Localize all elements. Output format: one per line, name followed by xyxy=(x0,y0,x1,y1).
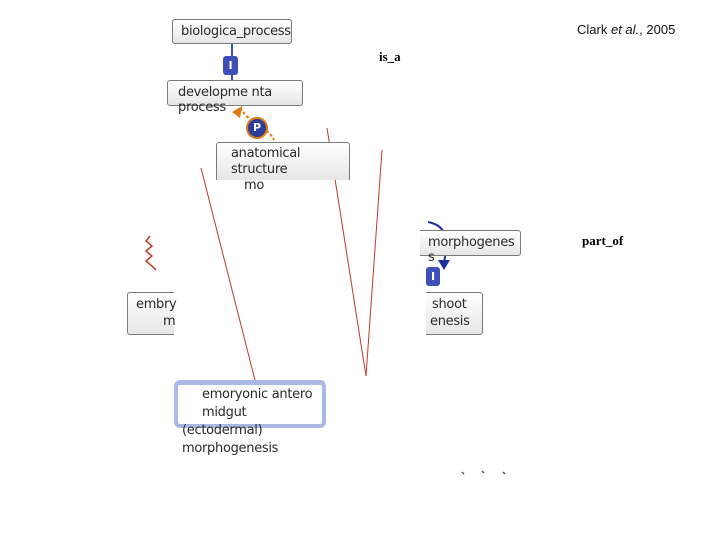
node-shoot-label-1: shoot xyxy=(432,297,467,312)
node-anatomical-structure-label-1: anatomical structure xyxy=(231,146,301,177)
red-squiggle xyxy=(144,235,157,271)
node-biological-process-label: biologica_process xyxy=(181,24,291,39)
red-line-3 xyxy=(365,149,383,377)
node-biological-process[interactable]: biologica_process xyxy=(172,19,292,44)
node-embryonic-anterior-midgut[interactable]: emoryonic antero midgut (ectodermal) mor… xyxy=(174,380,326,456)
node-developmental-process[interactable]: developme nta process xyxy=(167,80,303,115)
is-a-label: is_a xyxy=(379,49,401,64)
node-embryonic-morphogenesis[interactable]: embry m xyxy=(127,292,177,335)
node-anatomical-structure[interactable]: anatomical structure mo xyxy=(216,142,350,193)
is-a-badge-1: I xyxy=(223,56,238,75)
node-morphogenesis-label: morphogenes s xyxy=(428,235,515,265)
node-embryonic-anterior-label-1: emoryonic antero midgut xyxy=(202,387,313,420)
small-mark-3 xyxy=(502,471,506,475)
is-a-badge-2: I xyxy=(426,267,440,286)
citation-author: Clark xyxy=(577,22,608,37)
citation-etal: et al. xyxy=(610,22,640,37)
part-of-badge: P xyxy=(246,117,268,139)
node-morphogenesis[interactable]: morphogenes s xyxy=(420,230,521,265)
node-embryonic-label-2: m xyxy=(163,314,176,329)
node-shoot-label-2: enesis xyxy=(430,314,470,329)
red-line-1 xyxy=(200,167,259,393)
part-of-label: part_of xyxy=(582,233,624,248)
node-embryonic-anterior-label-2: (ectodermal) morphogenesis xyxy=(182,423,279,456)
small-mark-1 xyxy=(461,471,465,475)
node-developmental-process-label: developme nta process xyxy=(178,85,272,115)
node-embryonic-label-1: embry xyxy=(136,297,177,312)
node-shoot-morphogenesis[interactable]: shoot enesis xyxy=(426,292,483,335)
citation-year: , 2005 xyxy=(639,22,676,37)
citation: Clark et al., 2005 xyxy=(577,22,675,37)
node-anatomical-structure-label-2: mo xyxy=(244,178,265,193)
small-mark-2 xyxy=(481,470,485,474)
